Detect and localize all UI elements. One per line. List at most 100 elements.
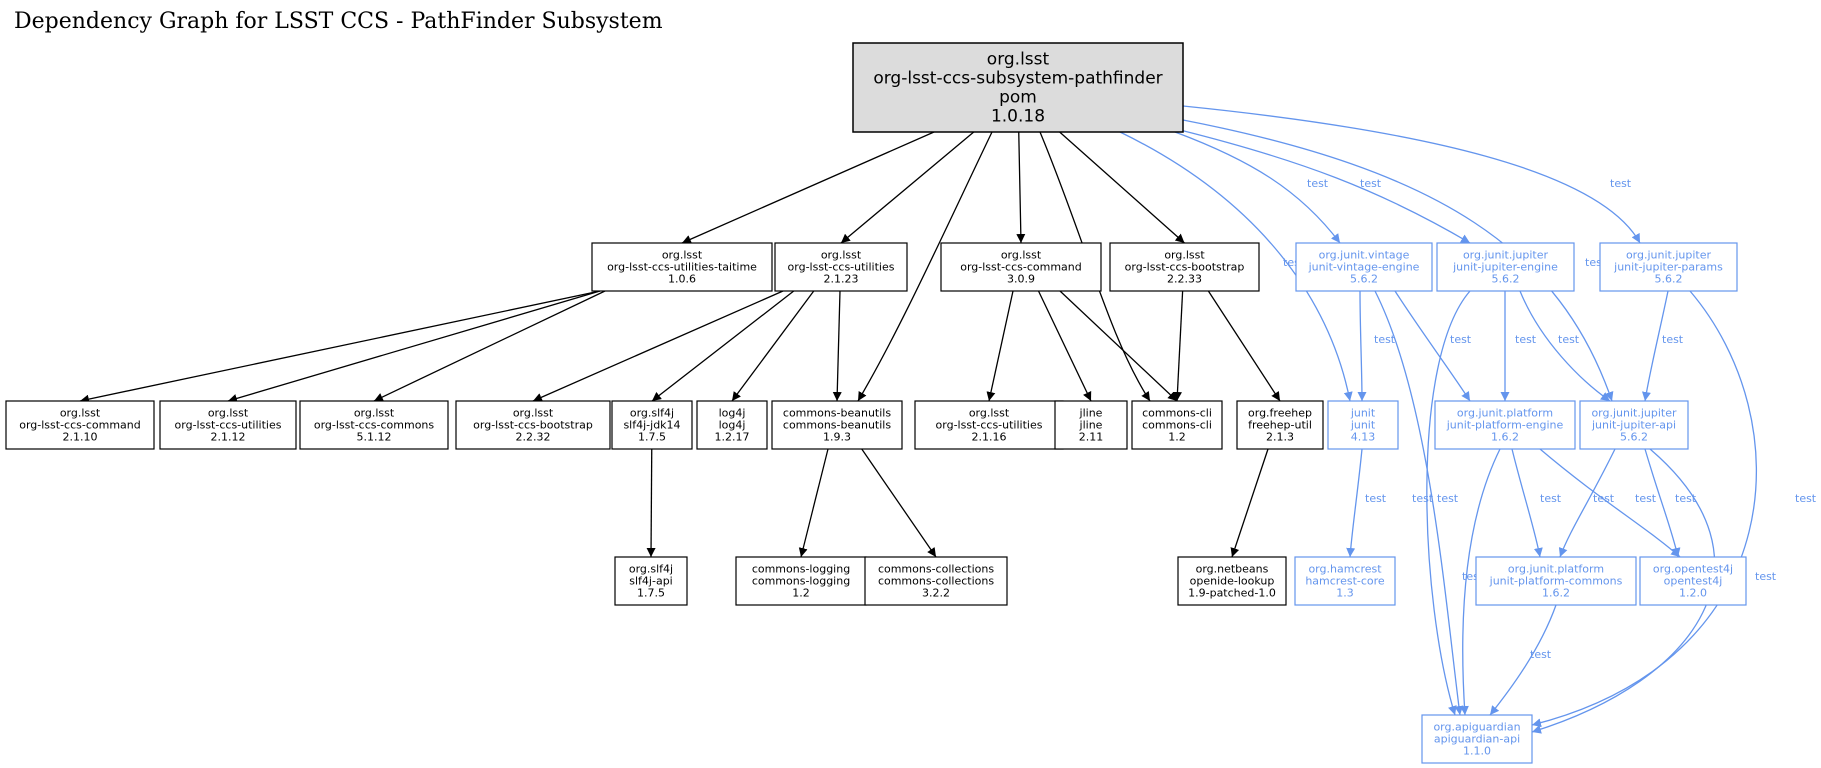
edge-label-junit-to-hamcrest: test bbox=[1365, 492, 1387, 505]
node-line: junit bbox=[1350, 407, 1376, 420]
node-line: org-lsst-ccs-utilities bbox=[175, 419, 282, 432]
edge-taitime-to-commons_5112 bbox=[373, 290, 606, 402]
edge-command_309-to-utilities_2116 bbox=[986, 290, 1014, 402]
node-line: 1.1.0 bbox=[1463, 745, 1491, 758]
node-commons_collections[interactable]: commons-collectionscommons-collections3.… bbox=[864, 556, 1008, 606]
edge-label-jupiter_api-to-apiguardian: test bbox=[1755, 570, 1777, 583]
node-line: pom bbox=[999, 88, 1037, 108]
node-jupiter_engine[interactable]: org.junit.jupiterjunit-jupiter-engine5.6… bbox=[1436, 242, 1575, 292]
node-line: hamcrest-core bbox=[1305, 575, 1385, 588]
node-line: 1.2 bbox=[792, 587, 810, 600]
node-line: 4.13 bbox=[1351, 431, 1376, 444]
node-line: freehep-util bbox=[1248, 419, 1312, 432]
edge-root-to-utilities_2123 bbox=[840, 131, 975, 244]
node-line: jline bbox=[1079, 407, 1103, 420]
edge-jupiter_params-to-jupiter_api bbox=[1641, 290, 1669, 402]
edge-jupiter_engine-to-apiguardian bbox=[1426, 290, 1471, 716]
edge-label-jupiter_engine-to-jupiter_api: test bbox=[1558, 333, 1580, 346]
node-line: org.lsst bbox=[821, 249, 862, 262]
node-box bbox=[614, 556, 688, 606]
node-box bbox=[1421, 714, 1533, 764]
node-line: 5.6.2 bbox=[1492, 273, 1520, 286]
node-box bbox=[1436, 242, 1575, 292]
node-line: org.lsst bbox=[987, 50, 1050, 70]
node-line: 1.6.2 bbox=[1542, 587, 1570, 600]
edge-label-jupiter_engine-to-platform_engine: test bbox=[1515, 333, 1537, 346]
node-line: 2.1.10 bbox=[63, 431, 98, 444]
node-line: org.lsst bbox=[1164, 249, 1205, 262]
node-taitime[interactable]: org.lsstorg-lsst-ccs-utilities-taitime1.… bbox=[591, 242, 773, 292]
node-line: 2.1.23 bbox=[824, 273, 859, 286]
node-line: org-lsst-ccs-bootstrap bbox=[473, 419, 593, 432]
node-line: org.lsst bbox=[969, 407, 1010, 420]
edge-platform_commons-to-apiguardian bbox=[1489, 604, 1557, 716]
node-root[interactable]: org.lsstorg-lsst-ccs-subsystem-pathfinde… bbox=[852, 42, 1184, 133]
node-line: org.junit.platform bbox=[1508, 563, 1604, 576]
node-box bbox=[1579, 400, 1689, 450]
node-box bbox=[735, 556, 867, 606]
edge-label-vintage_engine-to-platform_engine: test bbox=[1450, 333, 1472, 346]
edge-utilities_2123-to-slf4j_jdk14 bbox=[651, 290, 795, 402]
node-line: org.apiguardian bbox=[1433, 721, 1520, 734]
node-box bbox=[1475, 556, 1637, 606]
node-openide_lookup[interactable]: org.netbeansopenide-lookup1.9-patched-1.… bbox=[1177, 556, 1287, 606]
node-box bbox=[5, 400, 155, 450]
node-box bbox=[591, 242, 773, 292]
node-line: org-lsst-ccs-subsystem-pathfinder bbox=[873, 69, 1162, 89]
edge-label-platform_commons-to-apiguardian: test bbox=[1530, 648, 1552, 661]
node-line: 1.2 bbox=[1168, 431, 1186, 444]
edge-root-to-junit bbox=[1119, 131, 1353, 402]
node-box bbox=[299, 400, 449, 450]
node-line: 1.0.18 bbox=[991, 107, 1045, 127]
node-line: org.lsst bbox=[1001, 249, 1042, 262]
node-box bbox=[771, 400, 903, 450]
node-vintage_engine[interactable]: org.junit.vintagejunit-vintage-engine5.6… bbox=[1295, 242, 1433, 292]
node-line: log4j bbox=[719, 407, 746, 420]
node-line: commons-cli bbox=[1142, 407, 1212, 420]
edge-command_309-to-jline bbox=[1037, 290, 1092, 402]
node-line: opentest4j bbox=[1664, 575, 1723, 588]
node-platform_commons[interactable]: org.junit.platformjunit-platform-commons… bbox=[1475, 556, 1637, 606]
node-line: commons-cli bbox=[1142, 419, 1212, 432]
node-box bbox=[455, 400, 611, 450]
node-line: org-lsst-ccs-utilities bbox=[936, 419, 1043, 432]
node-box bbox=[1054, 400, 1128, 450]
edge-vintage_engine-to-apiguardian bbox=[1374, 290, 1464, 716]
node-line: org.lsst bbox=[60, 407, 101, 420]
edge-label-jupiter_api-to-platform_commons: test bbox=[1593, 492, 1615, 505]
node-line: junit-jupiter-api bbox=[1591, 419, 1676, 432]
node-platform_engine[interactable]: org.junit.platformjunit-platform-engine1… bbox=[1434, 400, 1576, 450]
edge-root-to-jupiter_engine bbox=[1179, 129, 1471, 244]
node-line: org.junit.jupiter bbox=[1626, 249, 1712, 262]
node-box bbox=[1131, 400, 1223, 450]
graph-title: Dependency Graph for LSST CCS - PathFind… bbox=[14, 9, 663, 34]
edge-jupiter_params-to-apiguardian bbox=[1531, 290, 1758, 728]
node-box bbox=[1236, 400, 1324, 450]
node-box bbox=[696, 400, 768, 450]
node-line: commons-collections bbox=[878, 575, 994, 588]
node-jupiter_params[interactable]: org.junit.jupiterjunit-jupiter-params5.6… bbox=[1599, 242, 1738, 292]
node-line: 1.9-patched-1.0 bbox=[1188, 587, 1276, 600]
